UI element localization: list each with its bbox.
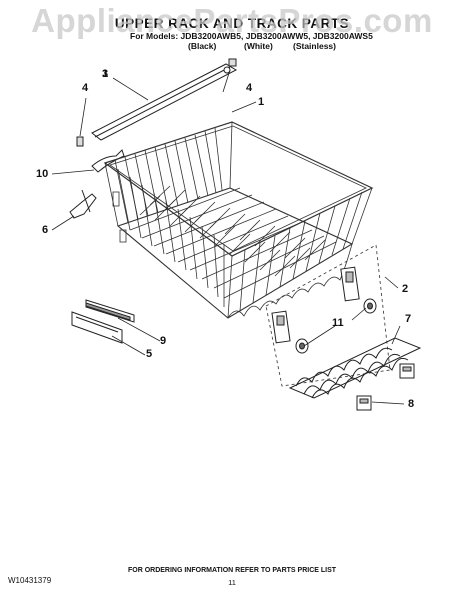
part-rail xyxy=(91,63,238,141)
part-handle xyxy=(71,299,135,344)
leader-lines xyxy=(51,69,405,405)
callout-6: 6 xyxy=(42,224,49,236)
part-end-cap xyxy=(76,58,237,147)
part-clip-small xyxy=(356,363,415,411)
callout-1: 1 xyxy=(258,96,265,108)
order-info: FOR ORDERING INFORMATION REFER TO PARTS … xyxy=(127,567,337,574)
variant-stainless: (Stainless) xyxy=(293,41,336,51)
part-upper-rack xyxy=(103,121,374,319)
callout-9: 9 xyxy=(160,335,167,347)
part-wheel xyxy=(295,298,377,354)
part-stop xyxy=(69,189,97,219)
part-clip xyxy=(91,149,125,173)
callout-7: 7 xyxy=(405,313,412,325)
callout-3: 1 xyxy=(102,68,109,80)
doc-number: W10431379 xyxy=(8,576,52,585)
callout-2: 2 xyxy=(402,283,409,295)
callout-4-right: 4 xyxy=(246,82,253,94)
part-tine-row xyxy=(288,337,422,399)
page-title: UPPER RACK AND TRACK PARTS xyxy=(114,16,350,31)
variant-white: (White) xyxy=(244,41,273,51)
callout-8: 8 xyxy=(408,398,415,410)
callout-10: 10 xyxy=(36,168,49,180)
callout-4-left: 4 xyxy=(82,82,89,94)
watermark: AppliancePartsPros.com xyxy=(31,2,433,39)
callout-3: 3 xyxy=(102,68,109,80)
callout-5: 5 xyxy=(146,348,153,360)
variant-black: (Black) xyxy=(188,41,217,51)
page-number: 11 xyxy=(228,578,236,587)
models-line: For Models: JDB3200AWB5, JDB3200AWW5, JD… xyxy=(130,31,373,41)
callout-11: 11 xyxy=(332,317,344,329)
part-track-bracket xyxy=(271,266,360,344)
